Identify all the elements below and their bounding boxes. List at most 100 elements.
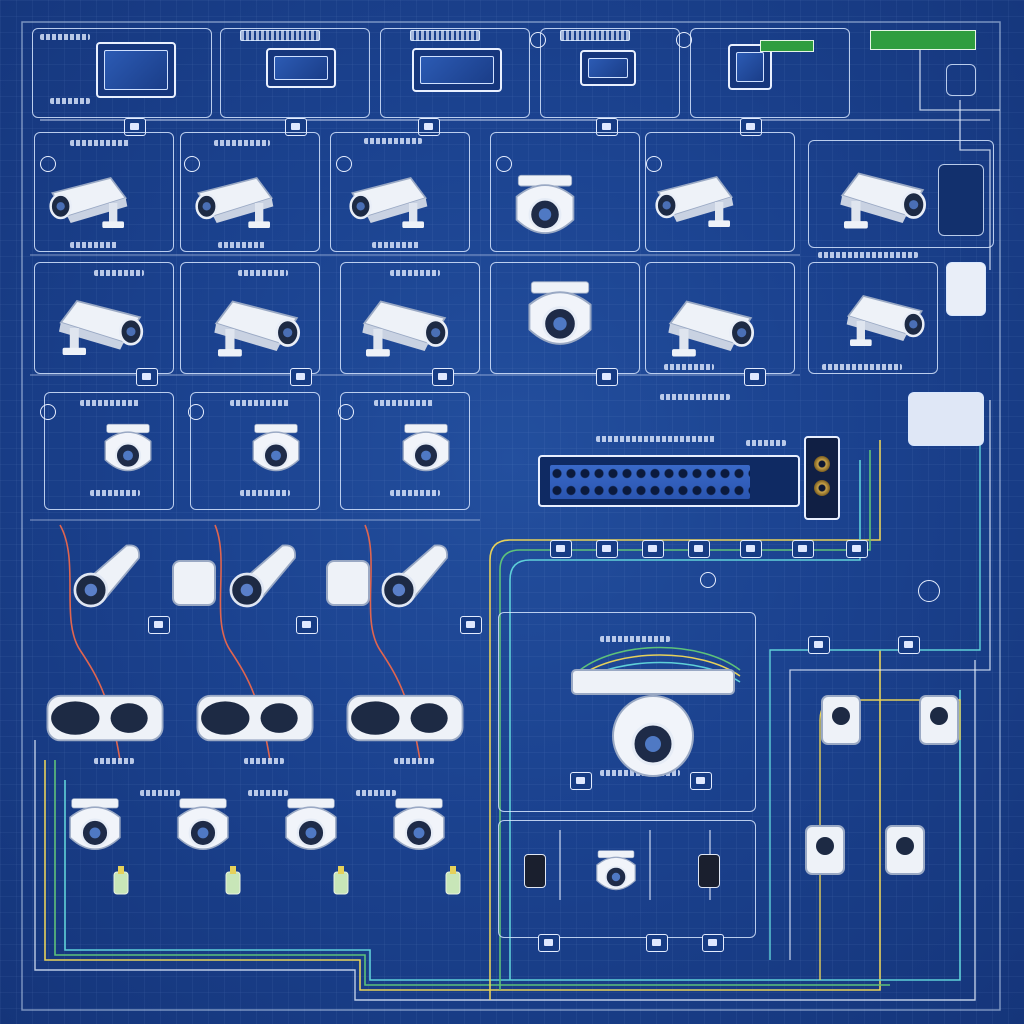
label-r2-6 [822,364,902,370]
junction-unit [172,560,216,606]
port-m2 [690,772,712,790]
bullet-camera-icon [840,172,927,229]
port-l8 [744,368,766,386]
cone-camera-icon [229,544,296,608]
cam-frame-r2-2 [180,262,320,374]
power-adapter [946,262,986,316]
port-s6 [792,540,814,558]
label-switch [596,436,716,442]
dome-camera-icon [528,281,592,345]
label-r3-2 [230,400,290,406]
wall-mount-camera-icon [821,695,861,745]
bullet-camera-icon [59,299,144,355]
bullet-camera-icon [668,300,755,357]
junction-7 [188,404,204,420]
top-frame-2 [220,28,370,118]
bullet-camera-icon [349,177,428,228]
junction-box-right [908,392,984,446]
label-r2-4 [664,364,714,370]
top-frame-1 [32,28,212,118]
nvr-recorder [804,436,840,520]
label-r5-2 [248,790,288,796]
cam-frame-r1-1 [34,132,174,252]
bullet-camera-icon [846,295,925,346]
relay-box [698,854,720,888]
dome-camera-icon [393,798,445,850]
bullet-camera-icon [655,176,734,227]
tag-3 [410,30,480,41]
label-r2-1 [94,270,144,276]
box-camera-icon [346,694,464,742]
pod-wire-1 [579,646,741,671]
label-r2-2 [238,270,288,276]
label-r5-3 [356,790,396,796]
port-l2 [296,616,318,634]
cam-frame-r1-4 [490,132,640,252]
label-r1-4 [70,242,118,248]
ceiling-dome-camera-icon [571,669,735,777]
port-l7 [596,368,618,386]
switch-run-green [499,450,871,990]
junction-6 [40,404,56,420]
cam-frame-r3-3 [340,392,470,510]
label-r1-5 [218,242,266,248]
cam-frame-r3-2 [190,392,320,510]
label-pod [600,636,670,642]
junction-box-top [938,164,984,236]
right-link [959,100,991,270]
cam-frame-r2-5 [645,262,795,374]
dome-camera-icon [177,798,229,850]
junction-8 [338,404,354,420]
wall-mount-camera-icon [805,825,845,875]
label-r1-1 [70,140,130,146]
cam-frame-r1-6 [808,140,994,248]
cam-frame-r1-2 [180,132,320,252]
bottom-run-yellow [44,650,881,991]
label-r1-3 [364,138,422,144]
status-badge-green-top [870,30,976,50]
port-l3 [460,616,482,634]
port-r1 [808,636,830,654]
pod-wire-2 [579,654,741,677]
wall-mount-camera-icon [885,825,925,875]
port-l4 [290,368,312,386]
junction-10 [918,580,940,602]
tag-2 [240,30,320,41]
bullet-camera-icon [49,177,128,228]
plug-box [946,64,976,96]
junction-1 [40,156,56,172]
cam-frame-r1-3 [330,132,470,252]
pod-frame [498,612,756,812]
label-r1-6 [372,242,420,248]
junction-5 [646,156,662,172]
port-1 [124,118,146,136]
outer-boundary [21,21,1001,1011]
bullet-camera-icon [195,177,274,228]
port-b3 [702,934,724,952]
cone-camera-icon [381,544,448,608]
cable-connector-icon [445,866,461,895]
dome-camera-icon [402,423,450,472]
label-2 [50,98,90,104]
junction-unit [326,560,370,606]
label-r2-5 [818,252,918,258]
dome-camera-icon [69,798,121,850]
bullet-camera-icon [214,300,301,357]
wall-mount-camera-icon [919,695,959,745]
status-badge-green [760,40,814,52]
port-l5 [432,368,454,386]
dome-camera-icon [252,423,300,472]
bullet-camera-icon [362,300,449,357]
port-3 [418,118,440,136]
cable-connector-icon [225,866,241,895]
junction-11 [530,32,546,48]
network-switch [538,455,800,507]
port-2 [285,118,307,136]
bottom-frame [498,820,756,938]
port-r2 [898,636,920,654]
label-r1-2 [214,140,270,146]
monitor-1 [96,42,176,98]
top-frame-5 [690,28,850,118]
junction-9 [700,572,716,588]
